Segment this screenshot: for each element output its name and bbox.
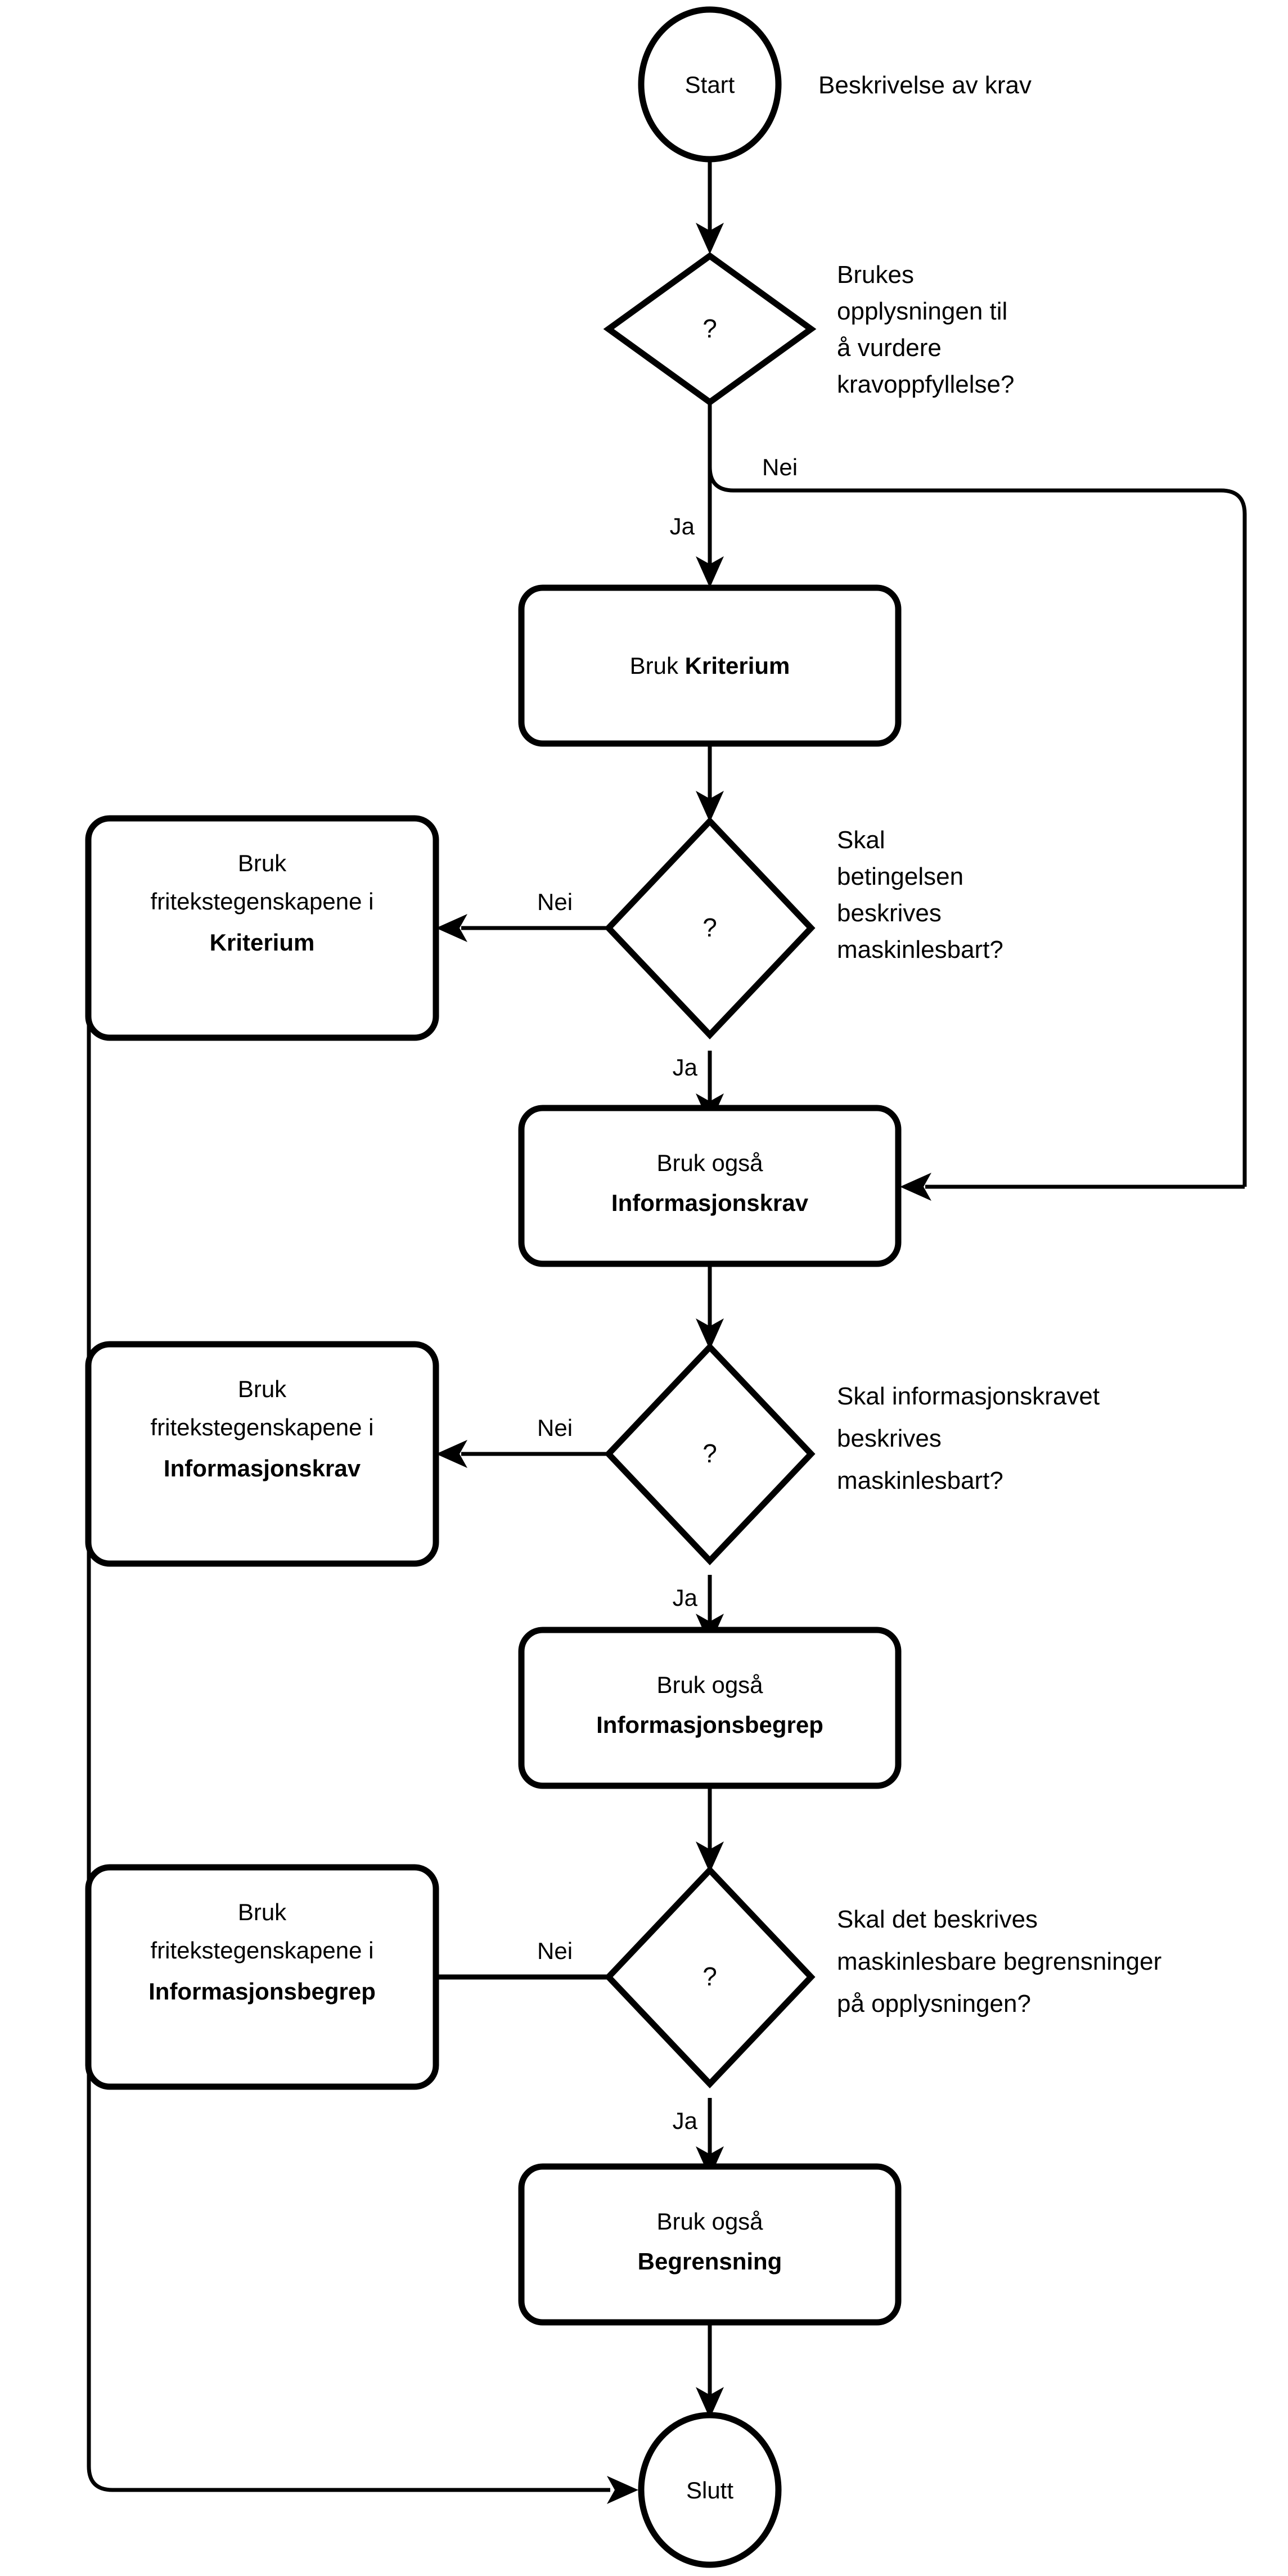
node-fritekst-kriterium[interactable]: Bruk fritekstegenskapene i Kriterium (85, 815, 439, 1041)
edge-label-d3-nei: Nei (537, 1415, 573, 1441)
node-decision-3[interactable]: ? (604, 1343, 816, 1565)
process-3-line1: Bruk også (656, 1672, 763, 1698)
decision-3-diamond[interactable] (604, 1343, 816, 1565)
decision-3-annotation-line-3: maskinlesbart? (837, 1467, 1003, 1494)
edge-label-d1-ja: Ja (670, 513, 695, 539)
decision-2-label: ? (702, 913, 717, 942)
node-start[interactable]: Start (638, 6, 782, 163)
arrowhead-p3-to-d4 (696, 1841, 724, 1873)
fritekst-1-line3: Kriterium (210, 929, 315, 956)
fritekst-3-line1: Bruk (238, 1899, 287, 1925)
fritekst-2-line3: Informasjonskrav (164, 1455, 361, 1481)
fritekst-1-box[interactable] (85, 815, 439, 1041)
start-label: Start (685, 71, 735, 98)
process-1-line1-bold: Kriterium (685, 652, 790, 679)
decision-3-annotation: Skal informasjonskravet beskrives maskin… (837, 1382, 1100, 1494)
process-4-line1: Bruk også (656, 2208, 763, 2235)
start-annotation: Beskrivelse av krav (818, 71, 1032, 99)
decision-1-annotation-line-3: å vurdere (837, 334, 942, 362)
decision-2-annotation-line-2: betingelsen (837, 863, 963, 890)
decision-1-annotation-line-2: opplysningen til (837, 298, 1007, 325)
decision-4-annotation-line-3: på opplysningen? (837, 1990, 1031, 2017)
end-label: Slutt (686, 2477, 733, 2503)
edge-label-d4-nei: Nei (537, 1938, 573, 1964)
node-process-bruk-kriterium[interactable]: Bruk Kriterium (518, 584, 902, 747)
process-2-line1: Bruk også (656, 1150, 763, 1176)
decision-4-annotation-line-2: maskinlesbare begrensninger (837, 1948, 1161, 1975)
decision-3-label: ? (702, 1439, 717, 1468)
arrowhead-d1-to-p1 (696, 556, 724, 588)
node-process-begrensning[interactable]: Bruk også Begrensning (518, 2163, 902, 2326)
edge-label-d3-ja: Ja (673, 1584, 698, 1611)
decision-2-annotation: Skal betingelsen beskrives maskinlesbart… (837, 826, 1003, 963)
edge-label-d2-nei: Nei (537, 889, 573, 915)
decision-4-label: ? (702, 1962, 717, 1991)
decision-2-annotation-line-1: Skal (837, 826, 885, 854)
decision-4-annotation: Skal det beskrives maskinlesbare begrens… (837, 1906, 1161, 2017)
edge-label-d4-ja: Ja (673, 2107, 698, 2134)
decision-3-annotation-line-2: beskrives (837, 1425, 942, 1452)
node-end[interactable]: Slutt (638, 2412, 782, 2568)
process-1-text: Bruk Kriterium (630, 652, 790, 679)
edge-label-d2-ja: Ja (673, 1054, 698, 1080)
node-decision-4[interactable]: ? (604, 1866, 816, 2088)
decision-1-diamond[interactable] (603, 252, 817, 406)
arrowhead-start-to-d1 (696, 223, 724, 254)
process-4-box[interactable] (518, 2163, 902, 2326)
fritekst-3-line2: fritekstegenskapene i (151, 1937, 374, 1963)
start-ellipse[interactable] (638, 6, 782, 163)
arrowhead-rail-to-end (607, 2476, 638, 2504)
connector-layer (87, 157, 1247, 2504)
process-1-line1: Bruk (630, 652, 685, 679)
decision-1-label: ? (702, 314, 717, 343)
fritekst-2-line2: fritekstegenskapene i (151, 1414, 374, 1440)
decision-2-annotation-line-3: beskrives (837, 899, 942, 927)
process-3-line2: Informasjonsbegrep (596, 1712, 823, 1738)
process-4-line2: Begrensning (638, 2248, 782, 2275)
decision-1-annotation: Brukes opplysningen til å vurdere kravop… (837, 261, 1015, 398)
arrowhead-d3-nei-to-f2 (436, 1440, 467, 1468)
decision-1-annotation-line-4: kravoppfyllelse? (837, 371, 1015, 398)
fritekst-2-box[interactable] (85, 1341, 439, 1567)
edge-d1-nei-vertical (708, 466, 1247, 1192)
arrowhead-d1-nei-to-p2 (900, 1173, 931, 1201)
decision-3-annotation-line-1: Skal informasjonskravet (837, 1382, 1100, 1410)
fritekst-2-line1: Bruk (238, 1376, 287, 1402)
node-decision-1[interactable]: ? (603, 252, 817, 406)
arrowhead-p1-to-d2 (696, 791, 724, 822)
end-ellipse[interactable] (638, 2412, 782, 2568)
node-fritekst-informasjonskrav[interactable]: Bruk fritekstegenskapene i Informasjonsk… (85, 1341, 439, 1567)
process-3-box[interactable] (518, 1627, 902, 1789)
process-1-box[interactable] (518, 584, 902, 747)
decision-2-annotation-line-4: maskinlesbart? (837, 936, 1003, 963)
fritekst-1-line1: Bruk (238, 850, 287, 876)
node-decision-2[interactable]: ? (604, 817, 816, 1039)
decision-1-annotation-line-1: Brukes (837, 261, 914, 289)
decision-4-annotation-line-1: Skal det beskrives (837, 1906, 1038, 1933)
fritekst-3-line3: Informasjonsbegrep (148, 1978, 376, 2005)
node-process-informasjonskrav[interactable]: Bruk også Informasjonskrav (518, 1105, 902, 1267)
process-2-line2: Informasjonskrav (611, 1190, 809, 1216)
process-2-box[interactable] (518, 1105, 902, 1267)
decision-2-diamond[interactable] (604, 817, 816, 1039)
arrowhead-d4-ja-to-p4 (696, 2146, 724, 2178)
arrowhead-p4-to-end (696, 2387, 724, 2419)
fritekst-3-box[interactable] (85, 1864, 439, 2090)
arrowhead-d2-nei-to-f1 (436, 914, 467, 942)
node-process-informasjonsbegrep[interactable]: Bruk også Informasjonsbegrep (518, 1627, 902, 1789)
decision-4-diamond[interactable] (604, 1866, 816, 2088)
node-fritekst-informasjonsbegrep[interactable]: Bruk fritekstegenskapene i Informasjonsb… (85, 1864, 439, 2090)
arrowhead-p2-to-d3 (696, 1318, 724, 1350)
edge-label-d1-nei: Nei (762, 454, 798, 480)
fritekst-1-line2: fritekstegenskapene i (151, 888, 374, 915)
